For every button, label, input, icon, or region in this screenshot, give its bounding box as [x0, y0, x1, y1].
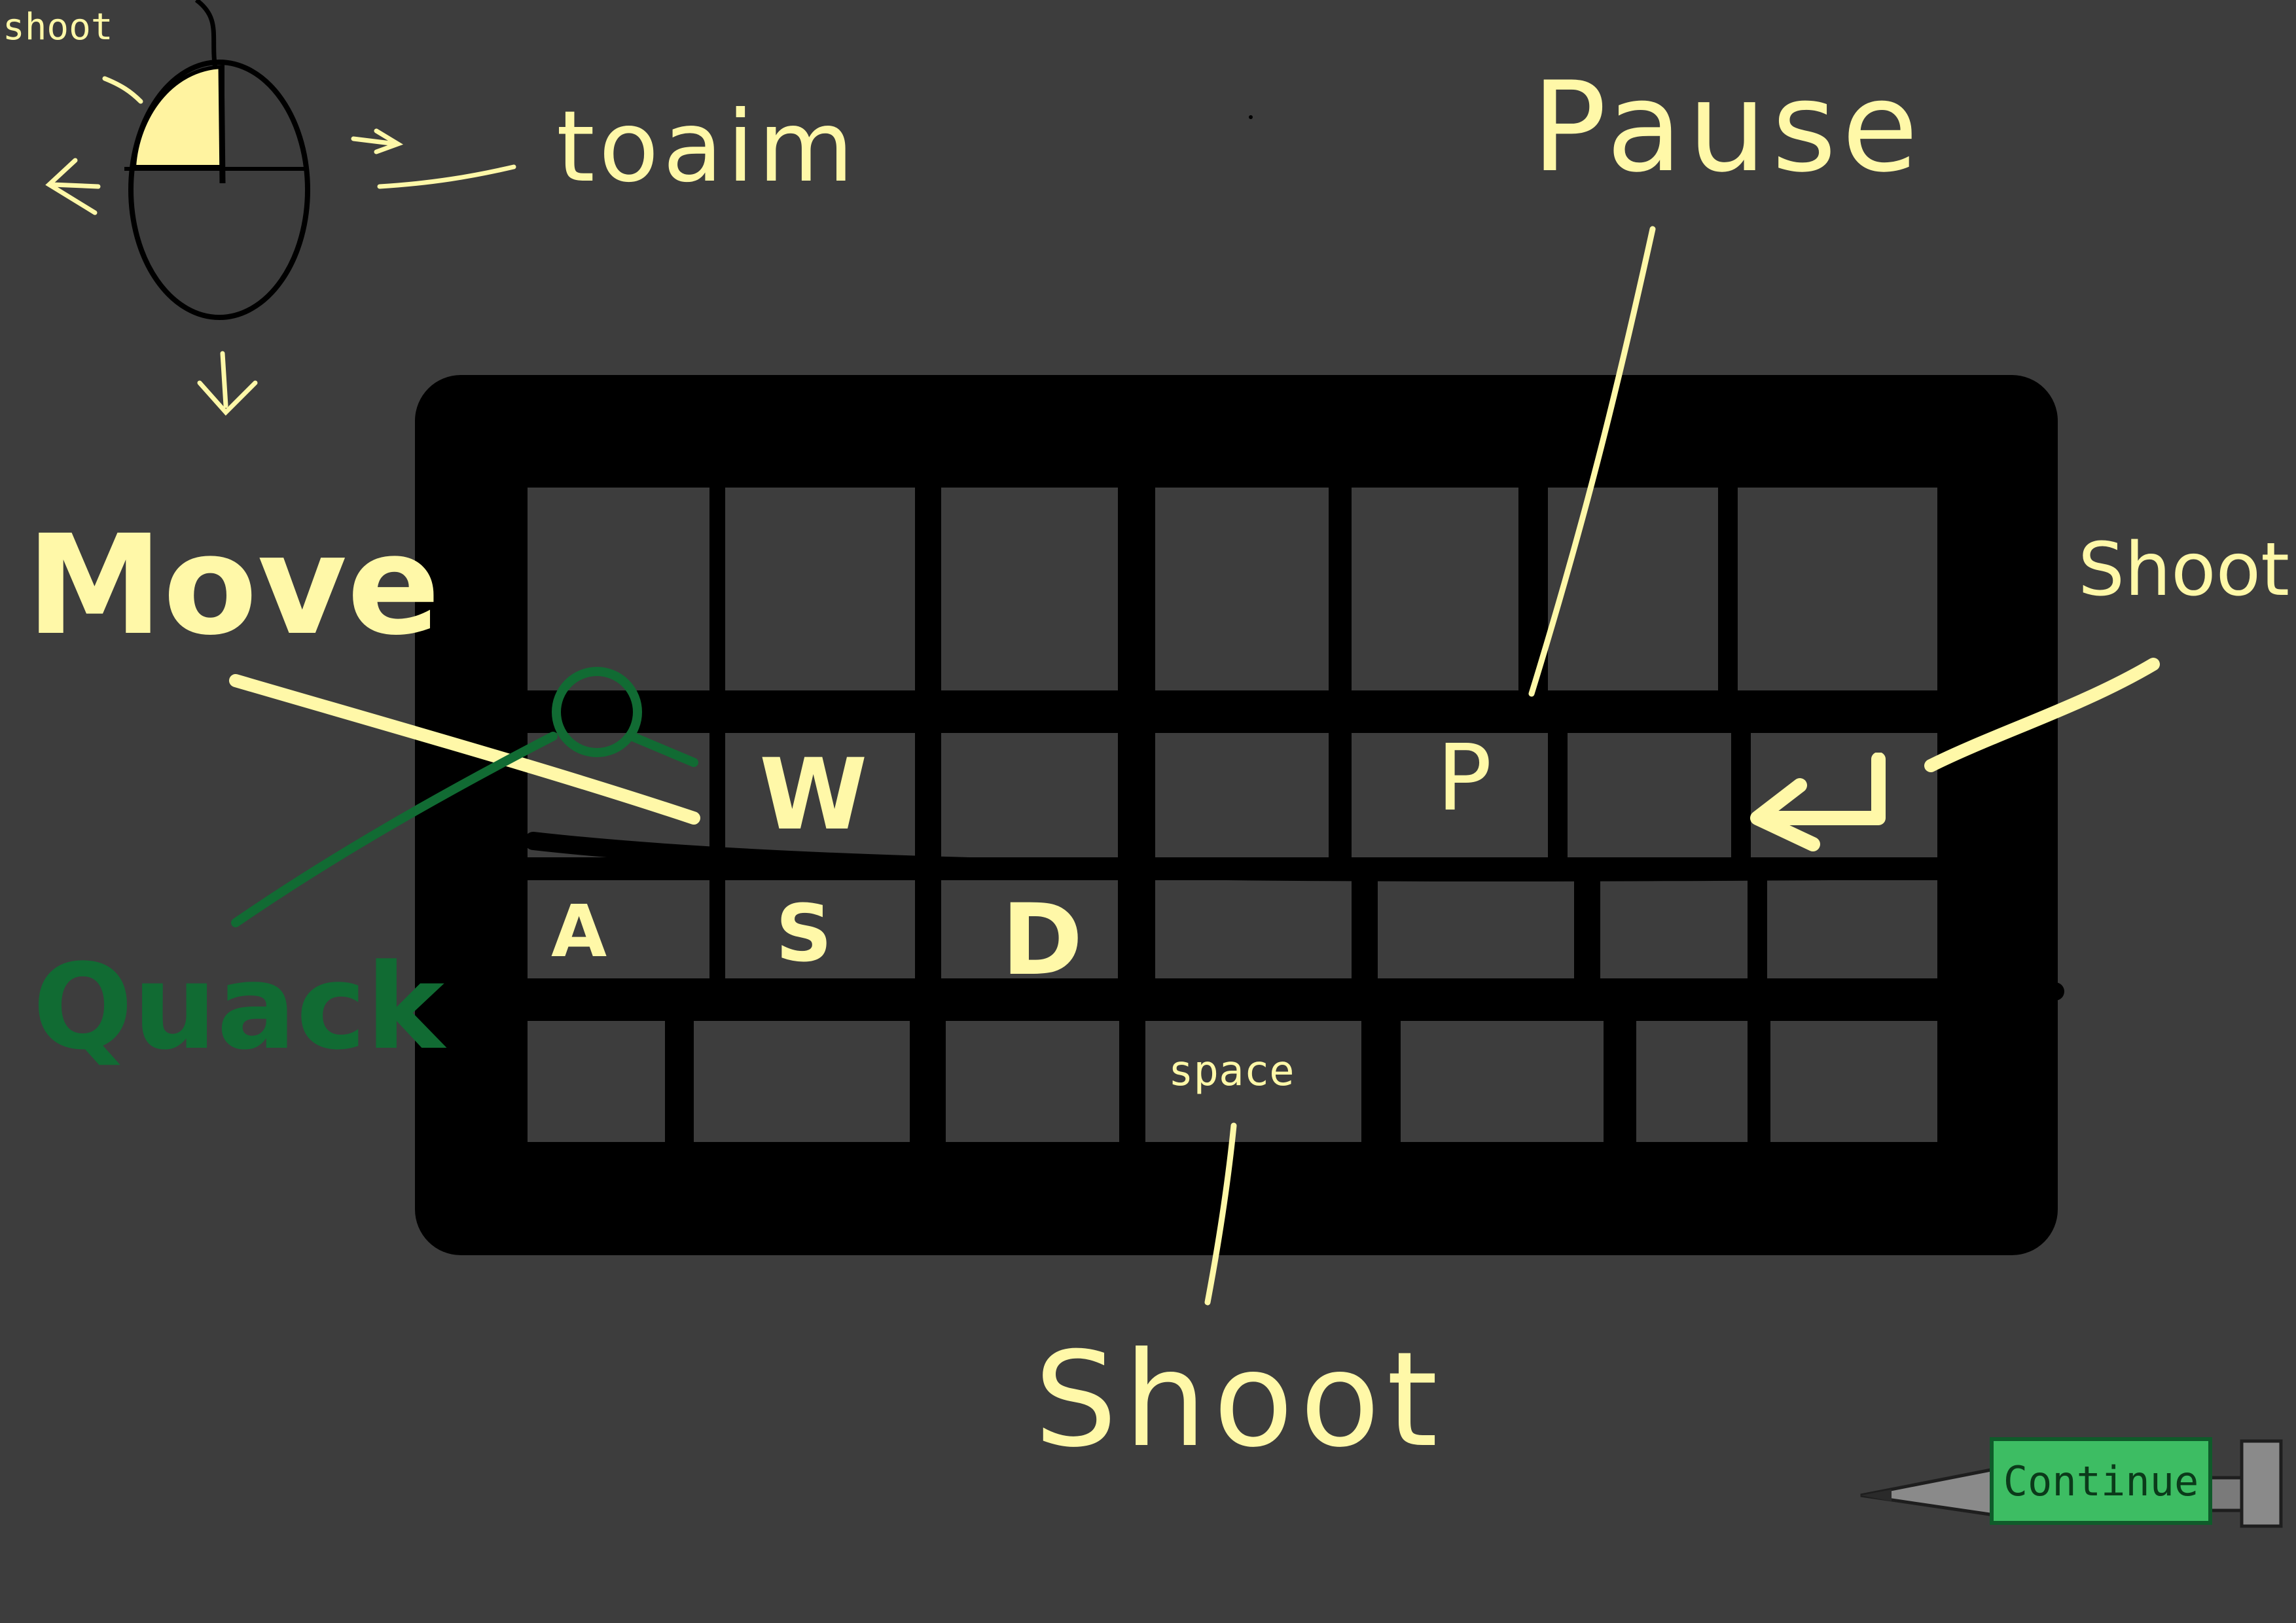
shoot-right-label: Shoot: [2078, 527, 2290, 613]
key-p: [1352, 733, 1548, 857]
key-s: [725, 880, 915, 978]
keyboard-key: [946, 1021, 1119, 1142]
continue-button[interactable]: Continue: [1990, 1437, 2212, 1525]
keyboard-key: [1600, 880, 1748, 978]
keyboard-key: [1767, 880, 1937, 978]
key-p-label: P: [1437, 725, 1492, 832]
mouse-aim-label: toaim: [556, 90, 858, 204]
key-d-label: D: [1001, 883, 1083, 997]
keyboard-key: [1568, 733, 1731, 857]
key-w: [725, 733, 915, 857]
keyboard-key: [1352, 488, 1518, 690]
shoot-bottom-label: Shoot: [1034, 1324, 1444, 1476]
move-label: Move: [26, 505, 440, 666]
quack-label: Quack: [33, 939, 445, 1076]
keyboard-key: [694, 1021, 910, 1142]
keyboard-key: [528, 488, 709, 690]
keyboard-key: [941, 733, 1118, 857]
keyboard-key: [725, 488, 915, 690]
enter-arrow-icon: [1750, 753, 1886, 851]
keyboard-key: [1548, 488, 1718, 690]
keyboard-key: [528, 1021, 665, 1142]
keyboard-key: [1155, 880, 1352, 978]
keyboard-key: [1155, 488, 1329, 690]
keyboard-key: [941, 488, 1118, 690]
keyboard-key: [1738, 488, 1937, 690]
keyboard-key: [1636, 1021, 1748, 1142]
key-a: [528, 880, 709, 978]
stray-dot: [1249, 115, 1253, 119]
key-d: [941, 880, 1118, 978]
key-s-label: S: [776, 889, 833, 980]
key-w-label: W: [759, 738, 868, 852]
pause-label: Pause: [1532, 55, 1924, 200]
key-a-label: A: [551, 889, 607, 973]
key-space: [1145, 1021, 1361, 1142]
keyboard-key: [1401, 1021, 1604, 1142]
keyboard-key: [1155, 733, 1329, 857]
keyboard-key: [1770, 1021, 1937, 1142]
key-space-label: space: [1168, 1047, 1295, 1096]
keyboard-key: [1378, 880, 1574, 978]
mouse-shoot-label: shoot: [3, 6, 113, 48]
